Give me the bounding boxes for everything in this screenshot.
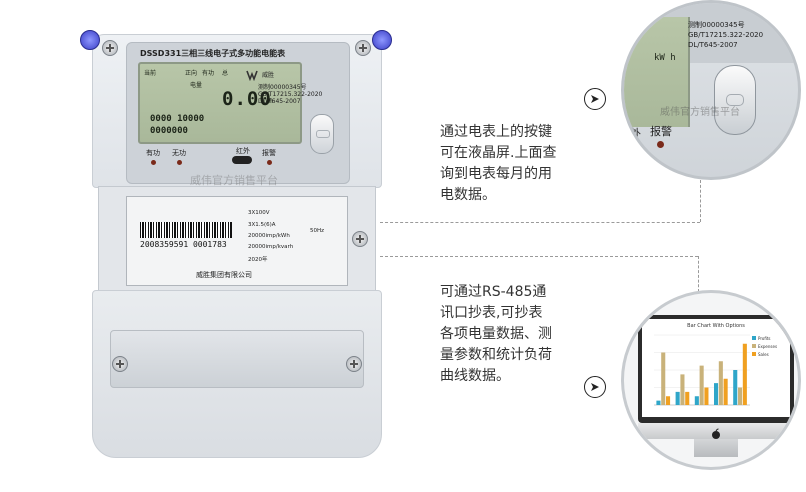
lcd-label: 当前 [144,70,157,77]
screw-icon [102,40,118,56]
led-indicator-icon [630,143,637,150]
callout-top: 通过电表上的按键 可在液晶屏.上面查 询到电表每月的用 电数据。 [440,124,557,203]
legend-swatch [752,352,756,356]
lcd-reading: 0.00 [222,88,272,110]
led-label-infrared: 红外 [236,147,250,155]
spec-line: 测制00000345号 [258,84,307,91]
lcd-screen [138,62,302,144]
bar-expenses [738,387,743,405]
zoom-label-alarm: 报警 [650,125,672,138]
brand-logo-icon [246,66,258,82]
bar-sales [723,378,728,405]
screw-icon [112,356,128,372]
legend-label: Profits [758,336,771,341]
bar-profits [714,383,719,405]
monitor-detail-circle: Bar Chart With Options Profits Expenses … [621,290,801,470]
zoom-lcd [624,17,690,127]
legend-swatch [752,344,756,348]
screw-icon [352,231,368,247]
barcode [140,222,232,238]
connector-line [700,180,701,222]
bar-sales [685,391,690,405]
led-label-active: 有功 [146,149,160,157]
connector-line [380,256,698,257]
led-label-reactive: 无功 [172,149,186,157]
legend-item: Expenses [752,343,777,351]
zoom-spec-line: DL/T645-2007 [688,41,738,49]
barcode-number: 2008359591 0001783 [140,240,227,249]
led-indicator-icon [177,160,182,165]
screw-icon [355,40,371,56]
zoom-page-button[interactable] [714,65,756,135]
nameplate-company: 威胜集团有限公司 [196,271,252,279]
led-indicator-icon [657,141,664,148]
lcd-unit: kWh [262,98,273,105]
seal-icon [372,30,392,50]
lcd-label: 总 [222,70,229,77]
bar-expenses [718,361,723,405]
legend-swatch [752,336,756,340]
brand-name: 威胜 [262,72,275,79]
legend-item: Sales [752,351,777,359]
bar-sales [742,343,747,405]
monitor-stand [694,439,738,457]
lcd-row: 0000000 [150,126,188,136]
led-indicator-icon [151,160,156,165]
led-label-alarm: 报警 [262,149,276,157]
screw-icon [346,356,362,372]
zoom-label: 外 [630,127,641,140]
terminal-cover [110,330,364,388]
meter-model: DSSD331三相三线电子式多功能电能表 [140,49,286,58]
zoom-detail-circle: 测制00000345号 GB/T17215.322-2020 DL/T645-2… [621,0,801,180]
bar-expenses [661,352,666,405]
monitor-screen: Bar Chart With Options Profits Expenses … [642,319,790,417]
button-groove [726,94,744,106]
bar-expenses [699,365,704,405]
spec-line: DL/T645-2007 [258,98,301,105]
connector-line [698,256,699,292]
spec-line: GB/T17215.322-2020 [258,91,323,98]
lcd-label: 有功 [202,70,215,77]
legend-label: Sales [758,352,769,357]
nameplate-year: 2020年 [248,257,268,263]
nameplate-current: 3X1.5(6)A [248,222,276,228]
zoom-spec-line: 测制00000345号 [688,21,745,29]
callout-bottom: 可通过RS-485通 讯口抄表,可抄表 各项电量数据、测 量参数和统计负荷 曲线… [440,284,552,384]
bar-profits [675,391,680,405]
nameplate-constant-kvarh: 20000imp/kvarh [248,244,294,250]
connector-line [380,222,700,223]
nameplate-constant-kwh: 20000imp/kWh [248,233,290,239]
legend-item: Profits [752,335,777,343]
chart-title: Bar Chart With Options [687,323,745,329]
lcd-label: 正向 [185,70,198,77]
nameplate-frequency: 50Hz [310,228,325,234]
zoom-watermark: 威伟官方销售平台 [660,107,740,118]
apple-logo-icon [710,425,722,439]
zoom-unit: kW h [654,53,676,63]
bar-sales [666,396,671,405]
bar-sales [704,387,709,405]
bar-expenses [680,374,685,405]
bar-profits [694,396,699,405]
lcd-unit-label: 电量 [190,82,203,89]
chart-legend: Profits Expenses Sales [752,335,777,359]
nameplate-voltage: 3X100V [248,210,270,216]
bar-profits [733,370,738,405]
watermark: 威伟官方销售平台 [190,174,278,187]
meter-page-button[interactable] [310,114,334,154]
lcd-row: 0000 10000 [150,114,205,124]
zoom-spec-line: GB/T17215.322-2020 [688,31,764,39]
arrow-right-icon [584,376,606,398]
bar-chart [654,334,750,406]
arrow-right-icon [584,88,606,110]
seal-icon [80,30,100,50]
bar-profits [656,400,661,405]
meter-nameplate [126,196,348,286]
led-indicator-icon [267,160,272,165]
infrared-port [232,156,252,164]
legend-label: Expenses [758,344,778,349]
